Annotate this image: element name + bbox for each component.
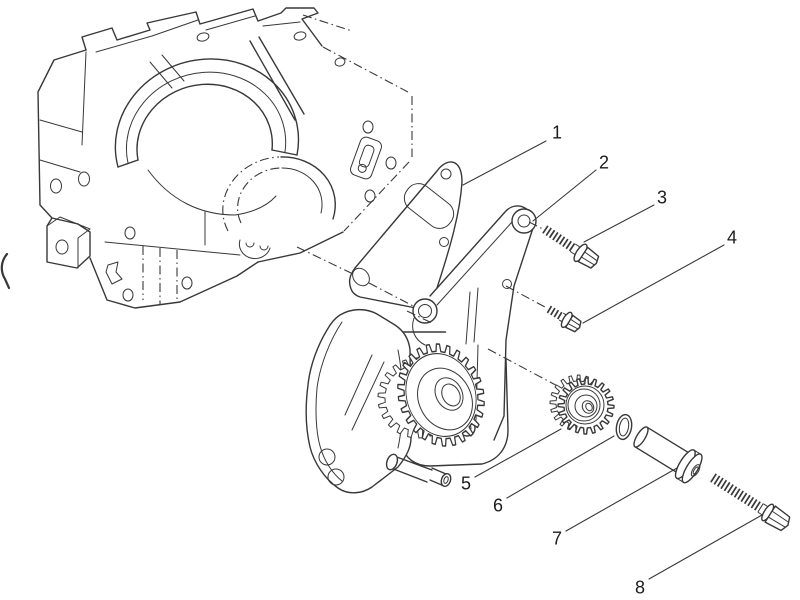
flange-bolt-short-drawing (546, 305, 582, 333)
relief-valve-piston-drawing (633, 426, 703, 484)
callout-number-relief-valve-piston: 7 (552, 529, 562, 549)
callout-number-flange-bolt-short: 4 (727, 228, 737, 248)
callout-number-hex-bolt-long: 8 (635, 578, 645, 598)
gear-hub (417, 367, 473, 431)
alignment-lines (406, 221, 566, 391)
leader-line-flange-bolt-short (582, 244, 725, 324)
alignment-line-gasket (296, 246, 352, 274)
gear-bore-inner (441, 383, 461, 407)
callout-number-flange-bolt-long: 3 (657, 188, 667, 208)
callout-number-o-ring: 6 (493, 496, 503, 516)
gear-bore (434, 377, 464, 411)
callout-number-idler-gear: 5 (461, 474, 471, 494)
idler-gear-drawing (549, 374, 615, 435)
flange-bolt-long-drawing (542, 225, 600, 269)
edge-fragment-drawing (0, 252, 11, 290)
leader-line-mounting-gasket (462, 140, 547, 186)
leader-line-idler-gear (474, 428, 562, 478)
leader-line-relief-valve-piston (565, 467, 678, 532)
callout-layer: 1 2 3 4 5 6 7 8 (461, 123, 763, 598)
o-ring-drawing (615, 413, 633, 441)
leader-line-flange-bolt-long (583, 204, 655, 243)
hex-bolt-long-drawing (710, 473, 791, 532)
leader-line-oil-pump-assembly (532, 169, 597, 222)
callout-number-oil-pump-assembly: 2 (599, 153, 609, 173)
leader-line-hex-bolt-long (648, 514, 763, 580)
leader-line-o-ring (506, 435, 615, 499)
pump-drive-gear-drawing (397, 343, 485, 447)
engine-block-drawing (37, 7, 413, 309)
callout-number-mounting-gasket: 1 (552, 123, 562, 143)
